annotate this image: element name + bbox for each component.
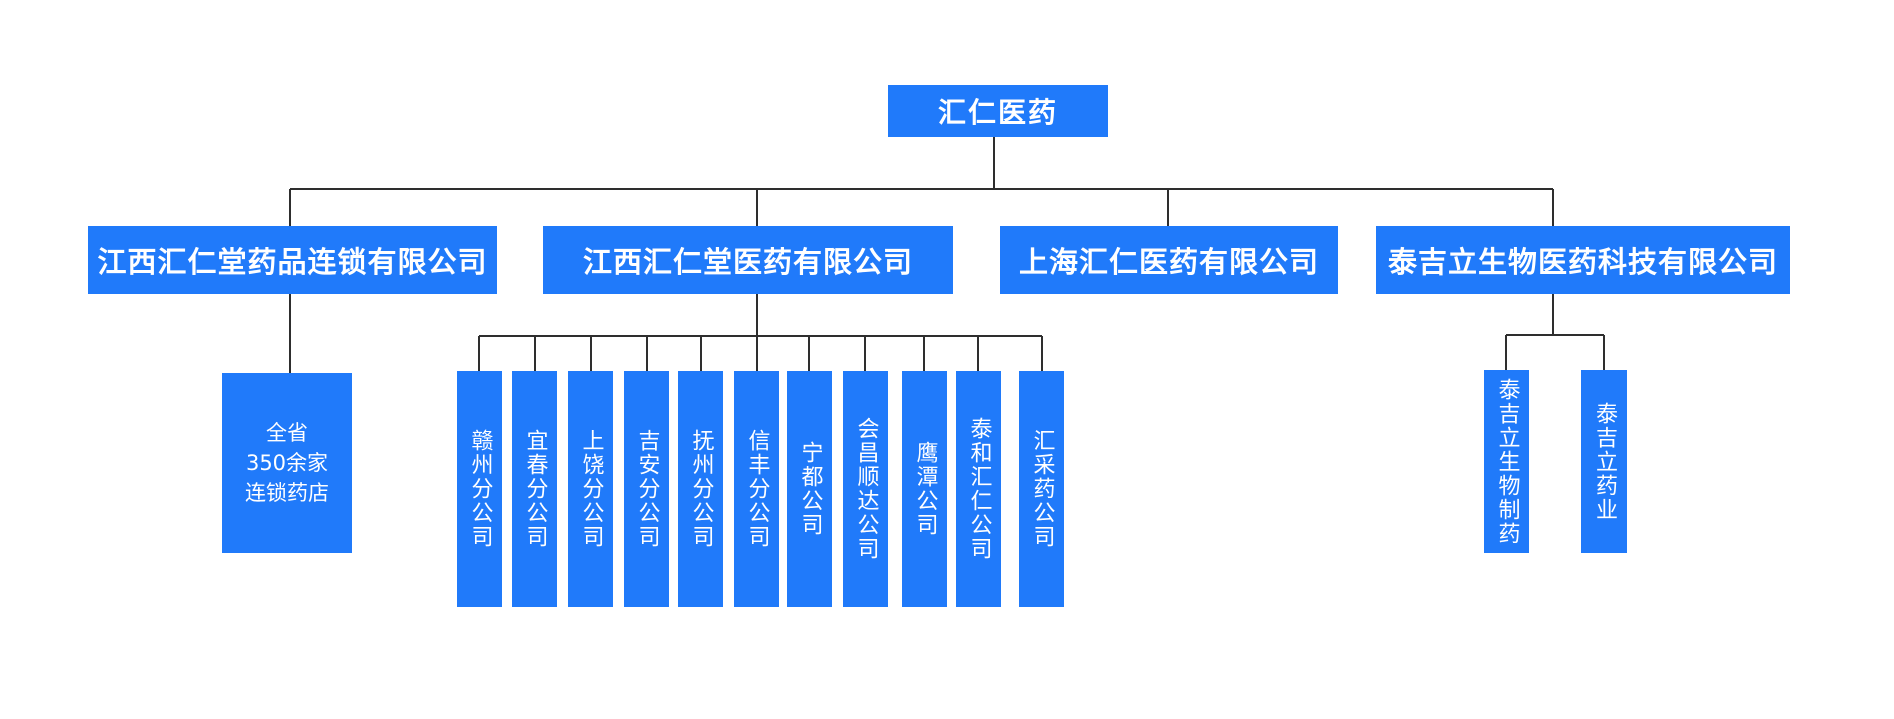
org-node-branch-shangrao: 上饶分公司 <box>568 371 613 607</box>
org-node-branch-huichang-shunda-label: 会昌顺达公司 <box>853 417 879 561</box>
org-node-division-shanghai-label: 上海汇仁医药有限公司 <box>1018 245 1319 279</box>
org-node-branch-jian-label: 吉安分公司 <box>634 429 660 549</box>
org-node-taijili-pharma-label: 泰吉立药业 <box>1592 401 1617 522</box>
org-node-division-chain-label: 江西汇仁堂药品连锁有限公司 <box>97 245 488 279</box>
org-node-branch-huicaiyao-label: 汇采药公司 <box>1029 429 1055 549</box>
org-node-taijili-pharma: 泰吉立药业 <box>1581 370 1627 553</box>
retail-line-1: 全省 <box>266 421 308 445</box>
org-node-branch-ganzhou: 赣州分公司 <box>457 371 502 607</box>
org-node-division-chain: 江西汇仁堂药品连锁有限公司 <box>88 226 497 294</box>
org-node-division-medicine: 江西汇仁堂医药有限公司 <box>543 226 953 294</box>
org-node-branch-fuzhou: 抚州分公司 <box>678 371 723 607</box>
org-node-branch-yingtan: 鹰潭公司 <box>902 371 947 607</box>
org-node-root-label: 汇仁医药 <box>937 96 1058 129</box>
org-node-taijili-biopharma: 泰吉立生物制药 <box>1484 370 1529 553</box>
org-node-branch-xinfeng: 信丰分公司 <box>734 371 779 607</box>
org-node-branch-ningdu-label: 宁都公司 <box>797 441 823 537</box>
org-node-branch-jian: 吉安分公司 <box>624 371 669 607</box>
org-node-branch-ganzhou-label: 赣州分公司 <box>467 429 493 549</box>
org-node-branch-taihe-huiren-label: 泰和汇仁公司 <box>966 417 992 561</box>
org-node-taijili-biopharma-label: 泰吉立生物制药 <box>1494 377 1520 546</box>
org-node-division-shanghai: 上海汇仁医药有限公司 <box>1000 226 1338 294</box>
org-node-division-taijili-label: 泰吉立生物医药科技有限公司 <box>1387 245 1778 279</box>
retail-line-3: 连锁药店 <box>245 481 329 505</box>
org-node-branch-fuzhou-label: 抚州分公司 <box>688 429 714 549</box>
org-node-branch-yichun: 宜春分公司 <box>512 371 557 607</box>
org-node-root: 汇仁医药 <box>888 85 1108 137</box>
org-node-division-taijili: 泰吉立生物医药科技有限公司 <box>1376 226 1790 294</box>
org-node-branch-huicaiyao: 汇采药公司 <box>1019 371 1064 607</box>
retail-line-2: 350余家 <box>245 451 329 475</box>
org-node-branch-shangrao-label: 上饶分公司 <box>578 429 604 549</box>
org-node-branch-yingtan-label: 鹰潭公司 <box>912 441 938 537</box>
org-node-branch-ningdu: 宁都公司 <box>787 371 832 607</box>
org-node-branch-xinfeng-label: 信丰分公司 <box>744 429 770 549</box>
org-node-retail-network: 全省 350余家 连锁药店 <box>222 373 352 553</box>
org-node-division-medicine-label: 江西汇仁堂医药有限公司 <box>582 245 913 279</box>
org-node-branch-huichang-shunda: 会昌顺达公司 <box>843 371 888 607</box>
org-node-branch-yichun-label: 宜春分公司 <box>522 429 548 549</box>
org-node-branch-taihe-huiren: 泰和汇仁公司 <box>956 371 1001 607</box>
